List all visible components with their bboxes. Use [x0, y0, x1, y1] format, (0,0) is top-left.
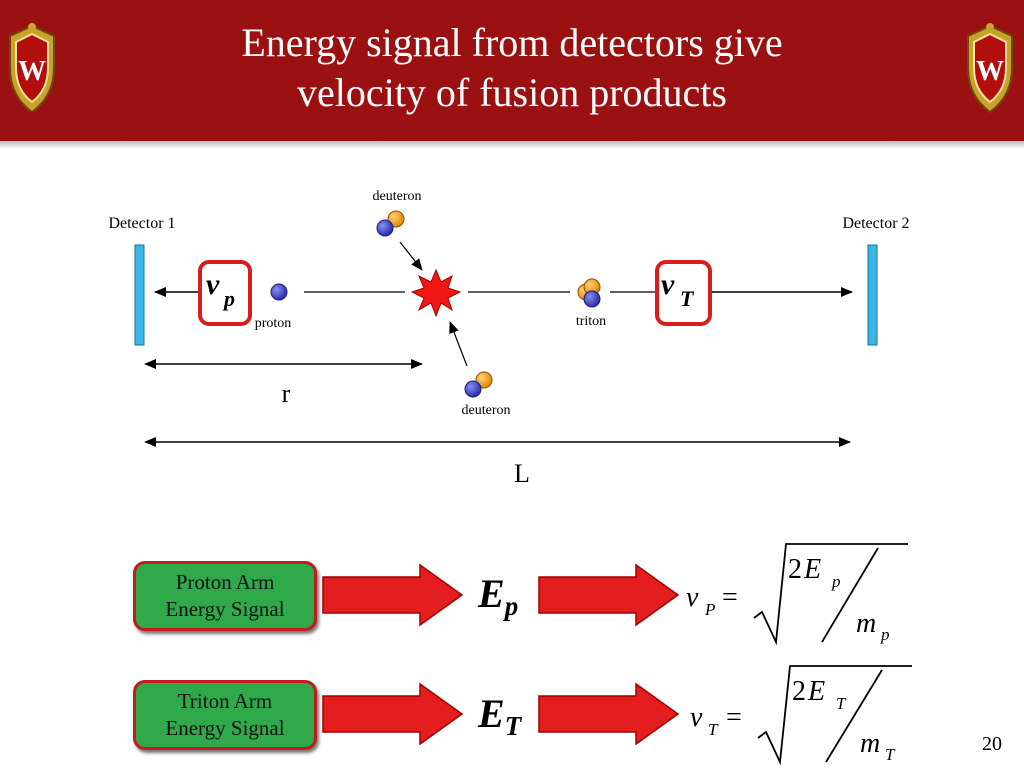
formula-t-v: v — [690, 702, 703, 733]
formula-p-v: v — [686, 582, 699, 613]
formula-t-slash — [825, 669, 883, 763]
formula-t-E: E — [807, 676, 825, 707]
deuteron-top-proton — [376, 219, 394, 237]
vt-symbol: v — [661, 268, 675, 301]
formula-t-radical — [757, 665, 912, 766]
triton-proton — [583, 290, 601, 308]
formula-p-E-sub: p — [831, 572, 841, 591]
fusion-detector-diagram: Detector 1 Detector 2 v p proton deutero… — [108, 189, 909, 488]
ep-symbol: Ep — [478, 570, 518, 622]
formula-p-radical — [753, 543, 908, 646]
vp-subscript: p — [222, 286, 235, 311]
vt-subscript: T — [680, 286, 695, 311]
wisconsin-crest-icon-right: W — [967, 23, 1013, 114]
formula-t-equals: = — [726, 702, 742, 733]
deuteron-top-neutron — [387, 210, 405, 228]
triton-box-line-1: Triton Arm — [177, 689, 273, 713]
detector-2 — [867, 244, 878, 346]
title-bar-shadow — [0, 141, 1024, 149]
et-sub: T — [504, 711, 522, 741]
page-number: 20 — [982, 733, 1002, 755]
vp-box — [198, 260, 252, 326]
velocity-formula-triton: v T = 2 E T m T — [690, 665, 912, 766]
slide-title: Energy signal from detectors give veloci… — [0, 18, 1024, 118]
formula-p-equals: = — [722, 582, 738, 613]
formula-p-E: E — [803, 554, 821, 585]
slide-title-line-2: velocity of fusion products — [297, 70, 727, 115]
proton-particle — [270, 283, 288, 301]
formula-t-two: 2 — [792, 676, 806, 707]
deuteron-bottom-neutron — [475, 371, 493, 389]
ep-sub: p — [504, 591, 519, 621]
detector-2-label: Detector 2 — [842, 215, 909, 232]
slide-title-line-1: Energy signal from detectors give — [241, 20, 783, 65]
proton-box-line-2: Energy Signal — [165, 597, 285, 621]
deuteron-bottom-arrow — [449, 321, 468, 367]
formula-t-m: m — [860, 728, 880, 759]
vp-symbol: v — [206, 268, 220, 301]
svg-text:W: W — [976, 56, 1004, 87]
ep-to-vp-arrow — [538, 563, 680, 627]
proton-box-line-1: Proton Arm — [175, 570, 275, 594]
detector-1-label: Detector 1 — [108, 215, 175, 232]
triton-box-line-2: Energy Signal — [165, 716, 285, 740]
formula-t-v-sub: T — [708, 720, 719, 739]
r-label: r — [282, 379, 291, 408]
deuteron-top-arrow — [399, 241, 423, 271]
et-main: E — [478, 691, 505, 736]
formula-t-E-sub: T — [836, 694, 847, 713]
ep-main: E — [478, 571, 505, 616]
deuteron-bottom-label: deuteron — [462, 403, 511, 418]
proton-label: proton — [255, 316, 292, 331]
et-to-vt-arrow — [538, 682, 680, 746]
deuteron-bottom-proton — [464, 380, 482, 398]
formula-p-v-sub: P — [704, 600, 715, 619]
triton-arm-energy-signal-box: Triton Arm Energy Signal — [133, 680, 317, 750]
svg-text:W: W — [18, 56, 46, 87]
et-symbol: ET — [478, 690, 521, 742]
formula-p-two: 2 — [788, 554, 802, 585]
wisconsin-crest-icon-left: W — [9, 23, 55, 114]
velocity-formula-proton: v P = 2 E p m p — [686, 543, 908, 646]
fusion-burst-icon — [410, 268, 462, 318]
detector-1 — [134, 244, 145, 346]
L-label: L — [514, 459, 530, 488]
deuteron-top-label: deuteron — [373, 189, 422, 204]
triton-signal-arrow — [322, 682, 464, 746]
formula-p-m-sub: p — [880, 625, 890, 644]
formula-p-m: m — [856, 608, 876, 639]
proton-arm-energy-signal-box: Proton Arm Energy Signal — [133, 561, 317, 631]
proton-signal-arrow — [322, 563, 464, 627]
formula-p-slash — [821, 547, 879, 643]
formula-t-m-sub: T — [885, 745, 896, 764]
triton-label: triton — [576, 314, 606, 329]
vt-box — [655, 260, 712, 326]
